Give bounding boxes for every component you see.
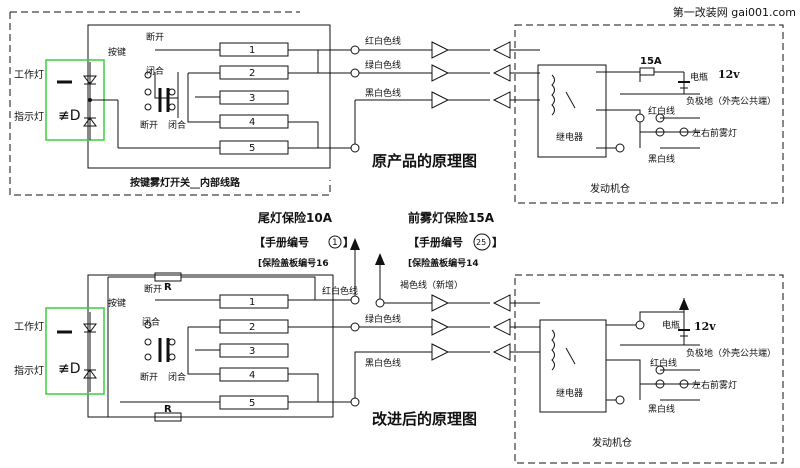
top-open-label: 断开 — [146, 31, 164, 43]
fog-fuse-title: 前雾灯保险15A — [408, 210, 495, 225]
bottom-wire-brown-new: 褐色线（新增） — [400, 279, 463, 291]
tail-fuse-title: 尾灯保险10A — [258, 210, 333, 225]
bottom-ground-label: 负极地（外壳公共端） — [686, 347, 776, 359]
bottom-relay — [539, 319, 607, 413]
bottom-key-label: 按键 — [108, 297, 126, 309]
top-terminal-5-label: 5 — [249, 143, 255, 154]
tail-manual-number: 1 — [332, 238, 338, 248]
bottom-terminal-3 — [219, 343, 289, 358]
top-relay-red-white: 红白线 — [648, 105, 675, 117]
bottom-terminal-4-label: 4 — [249, 370, 255, 381]
tail-panel-label: [保险盖板编号16 — [258, 257, 329, 269]
bottom-open-label: 断开 — [144, 283, 162, 295]
bottom-resistor-top — [154, 272, 182, 282]
bottom-engine-enclosure — [514, 274, 784, 464]
top-relay-label: 继电器 — [556, 131, 583, 143]
bottom-indicator-light-label: 指示灯 — [14, 364, 44, 377]
bottom-diagram-caption: 改进后的原理图 — [372, 410, 477, 428]
top-terminal-3-label: 3 — [249, 93, 255, 104]
top-switch-box — [87, 24, 331, 169]
top-light-symbol: ≢D — [58, 108, 81, 124]
bottom-voltage-label: 12v — [694, 320, 716, 333]
bottom-wire-green-white: 绿白色线 — [365, 313, 401, 325]
top-relay-black-white: 黑白线 — [648, 153, 675, 165]
site-watermark: 第一改装网 gai001.com — [672, 6, 796, 19]
top-wire-black-white: 黑白色线 — [365, 87, 401, 99]
fog-manual-label: 【手册编号 — [408, 235, 463, 249]
bottom-terminal-5-label: 5 — [249, 398, 255, 409]
fog-manual-close: 】 — [492, 236, 503, 249]
top-open-label-bottom: 断开 — [140, 119, 158, 131]
top-diagram: ≢D — [9, 11, 784, 204]
top-wire-green-white: 绿白色线 — [365, 59, 401, 71]
bottom-fog-lamps-label: 左右前雾灯 — [692, 379, 737, 391]
top-switch-enclosure — [9, 12, 331, 196]
bottom-diagram: ≢D — [45, 238, 784, 464]
bottom-terminal-2-label: 2 — [249, 322, 255, 333]
bottom-resistor-top-label: R — [164, 282, 172, 293]
bottom-close-label-bottom: 闭合 — [168, 371, 186, 383]
top-switch-caption: 按键雾灯开关__内部线路 — [130, 176, 241, 189]
top-terminal-4-label: 4 — [249, 117, 255, 128]
bottom-switch-box — [87, 274, 334, 418]
bottom-terminal-1 — [219, 294, 289, 309]
top-fuse — [639, 67, 655, 76]
top-terminal-1-label: 1 — [249, 45, 255, 56]
tail-manual-label: 【手册编号 — [254, 235, 309, 249]
bottom-terminal-3-label: 3 — [249, 346, 255, 357]
top-close-label: 闭合 — [146, 65, 164, 77]
fog-manual-number: 25 — [476, 238, 486, 247]
bottom-relay-label: 继电器 — [556, 387, 583, 399]
top-ground-label: 负极地（外壳公共端） — [686, 95, 776, 107]
bottom-relay-red-white: 红白线 — [650, 357, 677, 369]
tail-manual-close: 】 — [343, 236, 354, 249]
bottom-work-light-label: 工作灯 — [14, 321, 44, 333]
bottom-led-panel — [45, 307, 105, 395]
bottom-close-label: 闭合 — [142, 316, 160, 328]
fog-panel-label: [保险盖板编号14 — [408, 257, 479, 269]
top-wire-red-white: 红白色线 — [365, 35, 401, 47]
top-fuse-label: 15A — [640, 56, 662, 67]
bottom-engine-bay-label: 发动机仓 — [592, 436, 632, 449]
bottom-wire-black-white: 黑白色线 — [365, 357, 401, 369]
top-work-light-label: 工作灯 — [14, 69, 44, 81]
top-diagram-caption: 原产品的原理图 — [372, 152, 477, 170]
bottom-light-symbol: ≢D — [58, 361, 81, 377]
top-voltage-label: 12v — [718, 68, 740, 81]
bottom-battery-label: 电瓶 — [662, 319, 680, 331]
top-fog-lamps-label: 左右前雾灯 — [692, 127, 737, 139]
top-terminal-2-label: 2 — [249, 68, 255, 79]
top-battery-label: 电瓶 — [690, 71, 708, 83]
top-relay — [537, 64, 607, 158]
top-engine-enclosure — [514, 24, 784, 204]
bottom-open-label-bottom: 断开 — [140, 371, 158, 383]
bottom-resistor-bottom-label: R — [164, 404, 172, 415]
top-indicator-light-label: 指示灯 — [14, 110, 44, 123]
bottom-wire-red-white: 红白色线 — [322, 285, 358, 297]
top-engine-bay-label: 发动机仓 — [590, 182, 630, 195]
bottom-terminal-1-label: 1 — [249, 297, 255, 308]
bottom-relay-black-white: 黑白线 — [648, 403, 675, 415]
top-close-label-bottom: 闭合 — [168, 119, 186, 131]
top-key-label: 按键 — [108, 46, 126, 58]
